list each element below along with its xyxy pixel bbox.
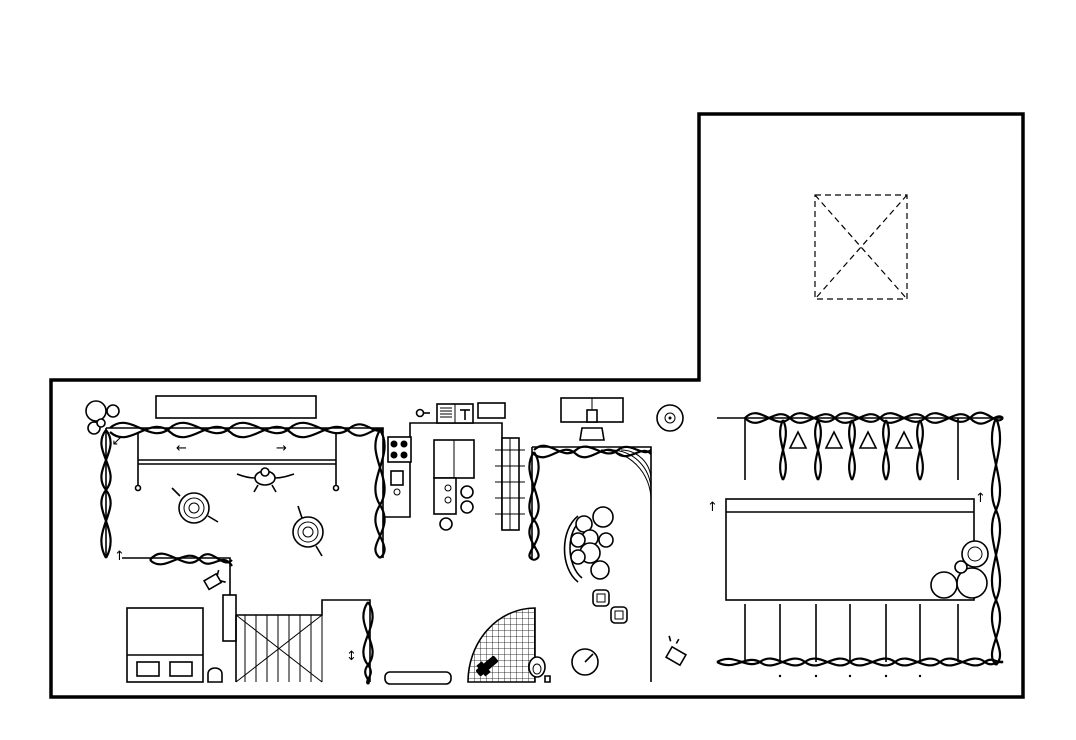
left-stage-room: ← → ← ↑ (85, 395, 386, 595)
arrow-up-icon: ↑ (707, 500, 718, 515)
stove (387, 436, 412, 463)
barre (134, 432, 340, 492)
curtain-top (533, 444, 652, 455)
spotlight-icon (202, 569, 226, 591)
dancer-figure-icon (292, 505, 324, 557)
skylight-opening (814, 194, 908, 300)
counter-panel (477, 402, 506, 419)
arrow-left-icon: ← (176, 441, 187, 456)
stage-light-icon (824, 430, 844, 449)
arrow-updown-icon: ↕ (346, 649, 357, 664)
pillow (136, 661, 160, 677)
arrow-right-icon: → (276, 441, 287, 456)
stage-light-icon (894, 430, 914, 449)
kitchen (385, 402, 525, 531)
stage-light-icon (858, 430, 878, 449)
dancer-figure-icon (171, 487, 219, 524)
arrow-up-icon: ↑ (975, 491, 986, 506)
top-panel (155, 395, 317, 419)
light-fixture-icon (961, 540, 989, 568)
shower-head-icon (476, 656, 498, 677)
chair (579, 427, 605, 441)
counter (433, 477, 457, 515)
right-stage-room: ↑ ↑ (707, 411, 1004, 678)
light-fixture-icon (956, 567, 988, 599)
stage-light-icon (788, 430, 808, 449)
light-fixture-icon (85, 400, 107, 422)
toilet (528, 656, 546, 678)
middle-room (467, 444, 688, 683)
sink (390, 470, 404, 486)
dancer-figure-icon (236, 467, 295, 493)
staircase: ↕ (222, 594, 374, 685)
curtain-top (109, 421, 384, 435)
office (560, 397, 684, 441)
bedroom-area (126, 607, 223, 683)
key-icon (415, 408, 425, 418)
light-fixture-icon (930, 571, 958, 599)
nightstand (207, 667, 223, 683)
light-fixture-icon (106, 404, 120, 418)
spotlight-icon (664, 635, 688, 667)
stool (610, 606, 628, 624)
exterior-wall (49, 112, 1025, 699)
stool (592, 589, 610, 607)
arrow-up-icon: ↑ (114, 549, 125, 564)
pillow (169, 661, 193, 677)
bench (384, 671, 452, 685)
